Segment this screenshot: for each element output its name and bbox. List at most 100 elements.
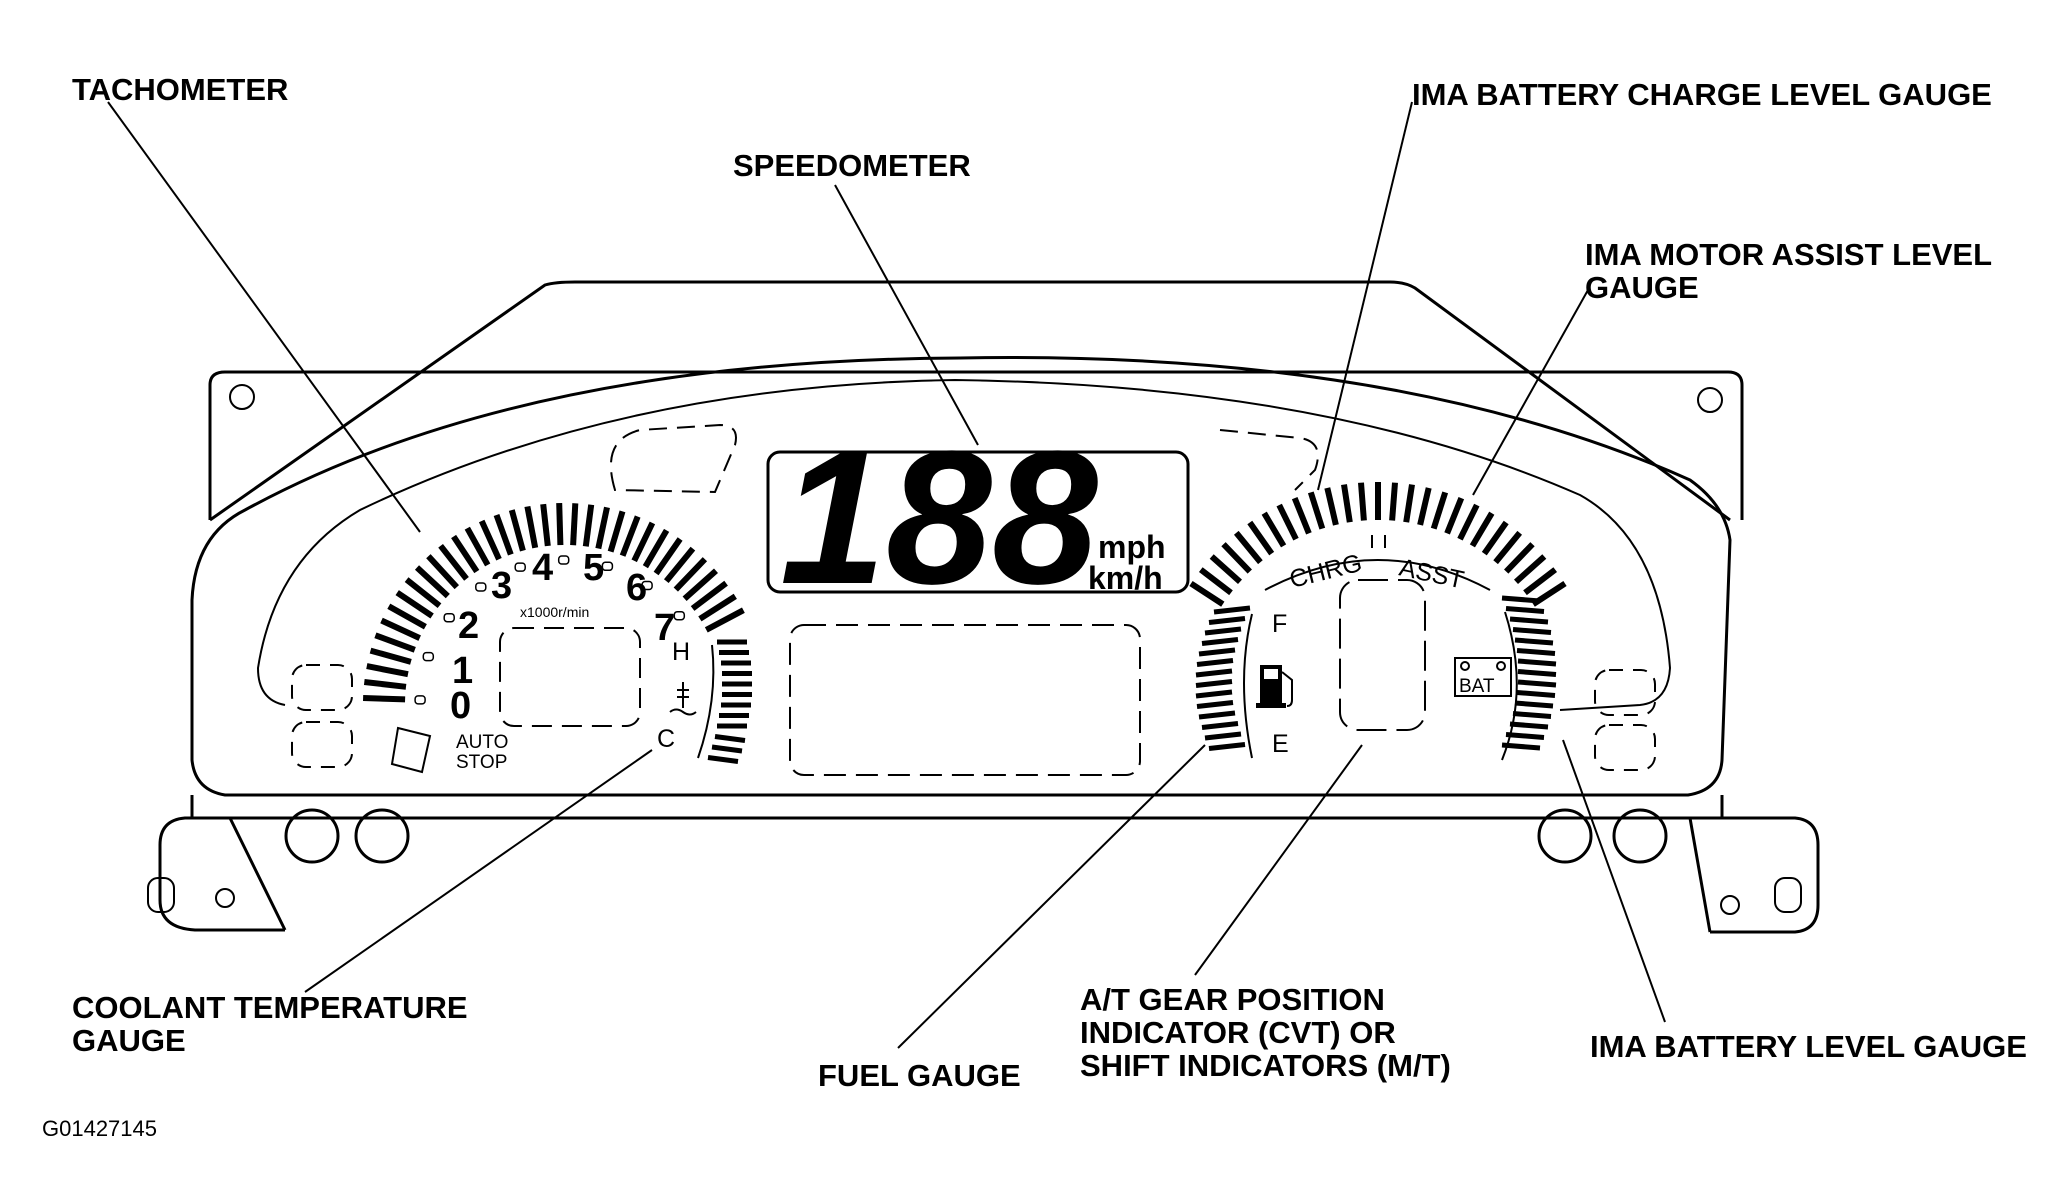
battery-bar-14 (1501, 742, 1541, 751)
battery-bar-7 (1517, 669, 1557, 677)
tach-bar-2 (366, 663, 409, 678)
flange-hole-right (1720, 895, 1740, 915)
cluster-housing (147, 280, 1820, 934)
tach-bar-13 (464, 526, 491, 567)
tach-bar-11 (438, 543, 469, 581)
ima-bar-1 (1198, 567, 1233, 596)
coolant-temp-icon (669, 682, 697, 716)
label-ima-assist-line2: GAUGE (1585, 270, 1699, 305)
figure-code: G01427145 (42, 1116, 157, 1141)
ima-bar-24 (1514, 554, 1547, 585)
ima-bar-14 (1389, 482, 1398, 521)
battery-bar-5 (1516, 648, 1556, 656)
ima-bar-3 (1221, 542, 1252, 574)
knob-hole-4 (1612, 808, 1668, 864)
tach-number-5: 5 (583, 547, 604, 589)
center-lower-window (789, 624, 1141, 776)
ima-bar-16 (1417, 487, 1432, 526)
display-window-outline (256, 378, 1672, 711)
tach-unit-label: x1000r/min (520, 604, 589, 620)
tach-bar-10 (426, 554, 460, 590)
fuel-bar-0 (1213, 605, 1251, 615)
battery-bar-1 (1505, 606, 1545, 614)
fuel-pump-icon (1256, 665, 1293, 708)
ima-bar-19 (1457, 503, 1480, 541)
fuel-empty-label: E (1272, 730, 1289, 758)
tach-bar-0 (363, 695, 406, 703)
tach-bar-16 (508, 509, 526, 552)
flange-slope-lines (228, 817, 1712, 933)
fuel-bar-13 (1208, 742, 1246, 751)
ima-bar-23 (1504, 542, 1535, 574)
label-ima-assist-line1: IMA MOTOR ASSIST LEVEL (1585, 237, 1992, 272)
charge-label: CHRG (1287, 549, 1365, 594)
tach-bar-1 (363, 679, 407, 690)
fuel-bar-4 (1198, 647, 1236, 657)
fuel-bar-8 (1195, 689, 1233, 699)
ima-bar-25 (1523, 567, 1558, 596)
coolant-bars (707, 639, 752, 764)
leader-tachometer (107, 101, 421, 533)
auto-stop-label-line1: AUTO (456, 732, 508, 753)
tach-number-4: 4 (532, 547, 553, 589)
tach-bar-7 (395, 590, 434, 619)
tach-scale-mark-6 (601, 561, 614, 572)
speedometer-window (766, 450, 1190, 594)
tach-bar-18 (540, 503, 551, 547)
fuel-bar-7 (1195, 679, 1233, 688)
tach-number-3: 3 (491, 565, 512, 607)
gear-position-window (1339, 579, 1426, 731)
leader-coolant (304, 749, 653, 993)
fuel-full-label: F (1272, 610, 1287, 638)
tach-bar-8 (404, 577, 442, 609)
tach-number-1: 1 (452, 650, 473, 692)
callout-labels: TACHOMETER SPEEDOMETER IMA BATTERY CHARG… (42, 72, 2027, 1141)
flange-hole-left (215, 888, 235, 908)
ima-charge-assist-bars (1189, 482, 1567, 607)
fuel-gauge: F E (1195, 605, 1293, 759)
ima-bar-8 (1291, 496, 1312, 535)
flange-connectors (190, 795, 1724, 818)
ima-bar-5 (1247, 520, 1275, 556)
tach-scale-mark-1 (422, 651, 435, 662)
tach-number-7: 7 (654, 607, 675, 649)
leader-battery-level (1562, 739, 1666, 1023)
tach-scale-mark-3 (475, 582, 487, 592)
knob-hole-3 (1537, 808, 1593, 864)
label-gear-line2: INDICATOR (CVT) OR (1080, 1015, 1396, 1050)
tach-bar-17 (524, 505, 539, 549)
tach-bar-6 (387, 603, 427, 630)
coolant-bar-10 (711, 744, 743, 754)
fuel-bar-5 (1196, 658, 1234, 667)
leader-ima-charge (1317, 101, 1413, 491)
tach-bar-33 (704, 607, 745, 633)
ima-bar-10 (1324, 487, 1339, 526)
speed-unit-kmh: km/h (1088, 560, 1163, 596)
tach-bar-14 (478, 519, 502, 561)
ima-bar-20 (1469, 511, 1495, 548)
fuel-bar-10 (1198, 710, 1236, 720)
tachometer-gauge: 0 1 2 3 4 5 6 7 x1000r/min AUTO STOP (363, 503, 745, 774)
callout-leader-lines (107, 101, 1666, 1049)
assist-label: ASST (1397, 553, 1467, 594)
label-tachometer: TACHOMETER (72, 72, 288, 107)
gear-position-indicator (1339, 579, 1426, 731)
ima-bar-22 (1493, 530, 1523, 565)
ima-bar-12 (1358, 482, 1367, 521)
ima-bar-2 (1209, 554, 1242, 585)
tach-bar-30 (682, 568, 718, 601)
tach-bar-23 (607, 510, 626, 553)
battery-bar-0 (1501, 595, 1541, 604)
battery-icon (1454, 657, 1512, 697)
coolant-scale-arc (697, 644, 715, 759)
indicator-window-upper-right (1219, 429, 1319, 491)
battery-bar-4 (1514, 637, 1554, 646)
tach-bar-22 (595, 506, 610, 550)
tach-bar-5 (380, 617, 421, 641)
tach-number-2: 2 (458, 605, 479, 647)
lamp-window-right-1 (1594, 669, 1656, 716)
speedometer-display: 188 mph km/h (766, 412, 1190, 624)
battery-bar-9 (1516, 690, 1556, 698)
ima-battery-level-gauge: BAT (1454, 595, 1557, 761)
tach-bar-31 (690, 580, 728, 611)
